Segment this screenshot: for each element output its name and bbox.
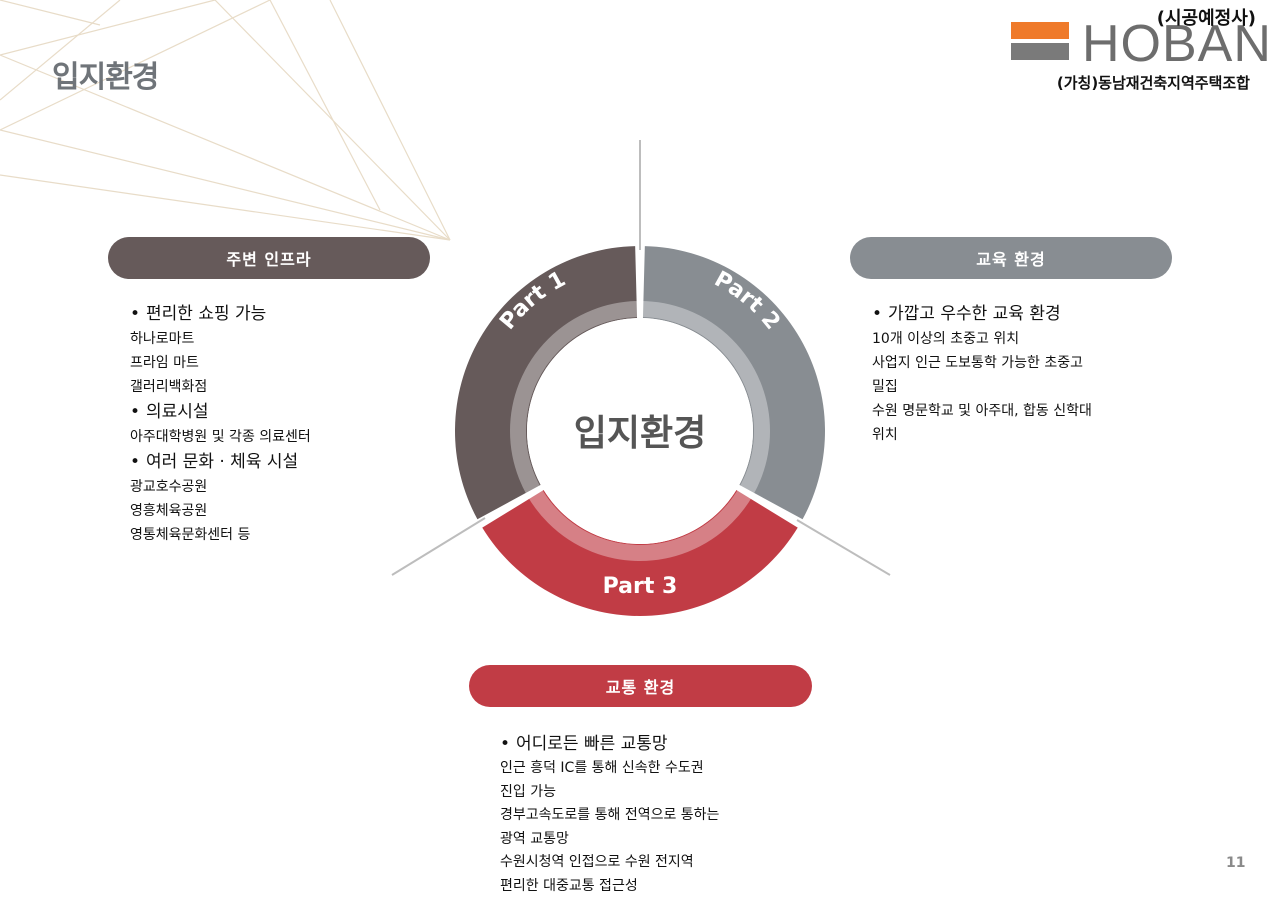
list-item: 수원시청역 인접으로 수원 전지역 — [500, 854, 694, 871]
list-item: 경부고속도로를 통해 전역으로 통하는 — [500, 807, 720, 824]
logo-bar-gray — [1011, 43, 1069, 60]
list-item: 광교호수공원 — [130, 479, 208, 495]
infra-list: •편리한 쇼핑 가능 하나로마트 프라임 마트 갤러리백화점 •의료시설 아주대… — [130, 301, 311, 547]
list-item: 사업지 인근 도보통학 가능한 초중고 — [872, 355, 1083, 371]
infra-heading: 주변 인프라 — [108, 237, 430, 279]
education-heading: 교육 환경 — [850, 237, 1172, 279]
list-item: 10개 이상의 초중고 위치 — [872, 331, 1020, 347]
ring-segment-part-2 — [642, 246, 825, 520]
list-item: 아주대학병원 및 각종 의료센터 — [130, 429, 311, 445]
traffic-heading: 교통 환경 — [469, 665, 812, 707]
list-item: 수원 명문학교 및 아주대, 합동 신학대 — [872, 403, 1092, 419]
list-item: 인근 흥덕 IC를 통해 신속한 수도권 — [500, 760, 704, 776]
list-item: 광역 교통망 — [500, 830, 569, 847]
list-item: 밀집 — [872, 379, 898, 395]
list-item: 진입 가능 — [500, 783, 556, 800]
list-item: 위치 — [872, 427, 898, 443]
ring-segment-part-3 — [482, 490, 798, 616]
list-item: 하나로마트 — [130, 331, 195, 347]
brand-logo-text: HOBAN — [1082, 15, 1272, 73]
list-item: 갤러리백화점 — [130, 379, 208, 395]
traffic-bullet: •어디로든 빠른 교통망 — [500, 734, 668, 754]
contractor-label: (시공예정사) — [1156, 8, 1256, 29]
union-name: (가칭)동남재건축지역주택조합 — [1056, 74, 1250, 92]
list-item: 프라임 마트 — [130, 355, 199, 371]
connector-line-left — [391, 517, 486, 576]
part-3-label: Part 3 — [603, 574, 678, 599]
page-title: 입지환경 — [52, 60, 159, 95]
logo-bar-orange — [1011, 22, 1069, 39]
ring-segment-part-1 — [455, 246, 638, 520]
education-bullet: •가깝고 우수한 교육 환경 — [872, 304, 1061, 324]
education-list: •가깝고 우수한 교육 환경 10개 이상의 초중고 위치 사업지 인근 도보통… — [872, 301, 1092, 447]
infra-bullet-medical: •의료시설 — [130, 402, 209, 422]
list-item: 편리한 대중교통 접근성 — [500, 877, 638, 894]
inner-ring — [510, 301, 770, 561]
center-label: 입지환경 — [574, 413, 706, 454]
list-item: 영통체육문화센터 등 — [130, 527, 251, 543]
infra-bullet-culture: •여러 문화 · 체육 시설 — [130, 452, 299, 472]
center-circle — [527, 318, 753, 544]
logo-mark — [1011, 22, 1069, 60]
decorative-lines — [0, 0, 451, 241]
page-number: 11 — [1226, 855, 1246, 871]
infra-bullet-shopping: •편리한 쇼핑 가능 — [130, 304, 267, 324]
connector-line-right — [796, 519, 891, 576]
list-item: 영흥체육공원 — [130, 503, 208, 519]
traffic-list: •어디로든 빠른 교통망 인근 흥덕 IC를 통해 신속한 수도권 진입 가능 … — [500, 731, 719, 899]
